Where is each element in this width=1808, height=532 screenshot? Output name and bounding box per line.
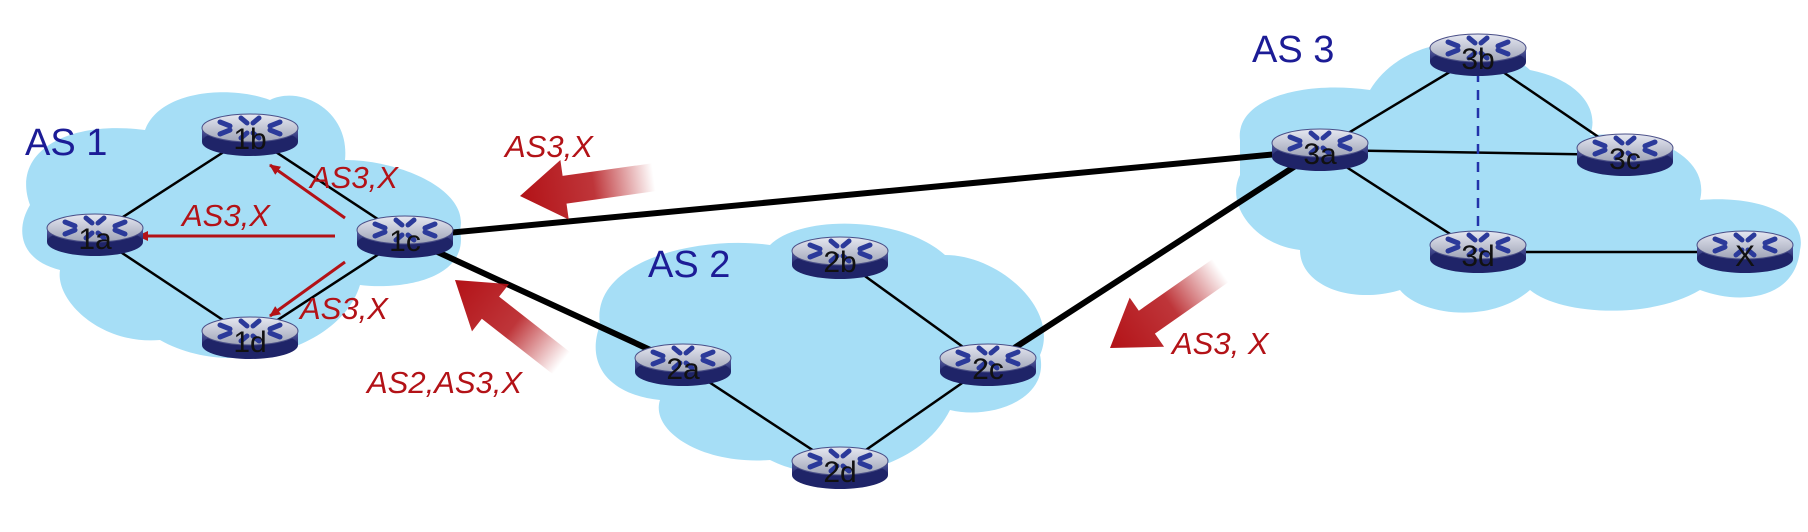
link-3a-3c (1319, 148, 1626, 157)
advert-label-as3-to-as2: AS3, X (1170, 326, 1270, 361)
advert-label-ibgp-1b: AS3,X (308, 160, 399, 195)
link-2c-3a (985, 147, 1323, 368)
router-3a[interactable]: 3a (1272, 129, 1368, 171)
router-3b[interactable]: 3b (1430, 34, 1526, 76)
router-1c[interactable]: 1c (357, 216, 453, 258)
router-2c[interactable]: 2c (940, 344, 1036, 386)
link-1c-2a (402, 234, 686, 368)
router-label: 3a (1303, 138, 1337, 171)
advert-label-as2-to-1c: AS2,AS3,X (365, 365, 523, 400)
router-label: 3b (1461, 43, 1494, 76)
router-3c[interactable]: 3c (1577, 134, 1673, 176)
ibgp-arrow-to-1d-icon (269, 260, 346, 318)
router-2d[interactable]: 2d (792, 447, 888, 489)
as3-label: AS 3 (1252, 29, 1334, 71)
router-label: 1a (78, 223, 112, 256)
router-1b[interactable]: 1b (202, 114, 298, 156)
router-label: 2c (972, 353, 1004, 386)
as1-label: AS 1 (25, 122, 107, 164)
router-2b[interactable]: 2b (792, 237, 888, 279)
as2-label: AS 2 (648, 244, 730, 286)
link-1c-3a (402, 147, 1323, 240)
router-label: 1c (389, 225, 421, 258)
as3-cloud (1236, 43, 1801, 313)
as1-cloud (22, 92, 461, 359)
router-2a[interactable]: 2a (635, 344, 731, 386)
router-label: 2d (823, 456, 856, 489)
advert-label-ibgp-1d: AS3,X (298, 291, 389, 326)
router-3d[interactable]: 3d (1430, 231, 1526, 273)
router-label: 1b (233, 123, 266, 156)
router-label: 3c (1609, 143, 1641, 176)
router-label: 3d (1461, 240, 1494, 273)
router-1a[interactable]: 1a (47, 214, 143, 256)
router-label: X (1735, 240, 1755, 273)
advert-label-ibgp-1a: AS3,X (180, 198, 271, 233)
as3-to-1c-arrow-icon (520, 160, 656, 220)
as3-to-as2-arrow-icon (1110, 259, 1229, 348)
router-label: 2a (666, 353, 700, 386)
inter-as-links (402, 147, 1323, 368)
advert-label-as3-to-1c: AS3,X (503, 129, 594, 164)
router-label: 2b (823, 246, 856, 279)
ibgp-arrows (137, 163, 346, 318)
router-label: 1d (233, 326, 266, 359)
as2-to-1c-arrow-icon (455, 280, 571, 375)
as2-cloud (595, 223, 1044, 474)
router-1d[interactable]: 1d (202, 317, 298, 359)
ibgp-arrow-to-1b-icon (269, 163, 346, 220)
router-x[interactable]: X (1697, 231, 1793, 273)
